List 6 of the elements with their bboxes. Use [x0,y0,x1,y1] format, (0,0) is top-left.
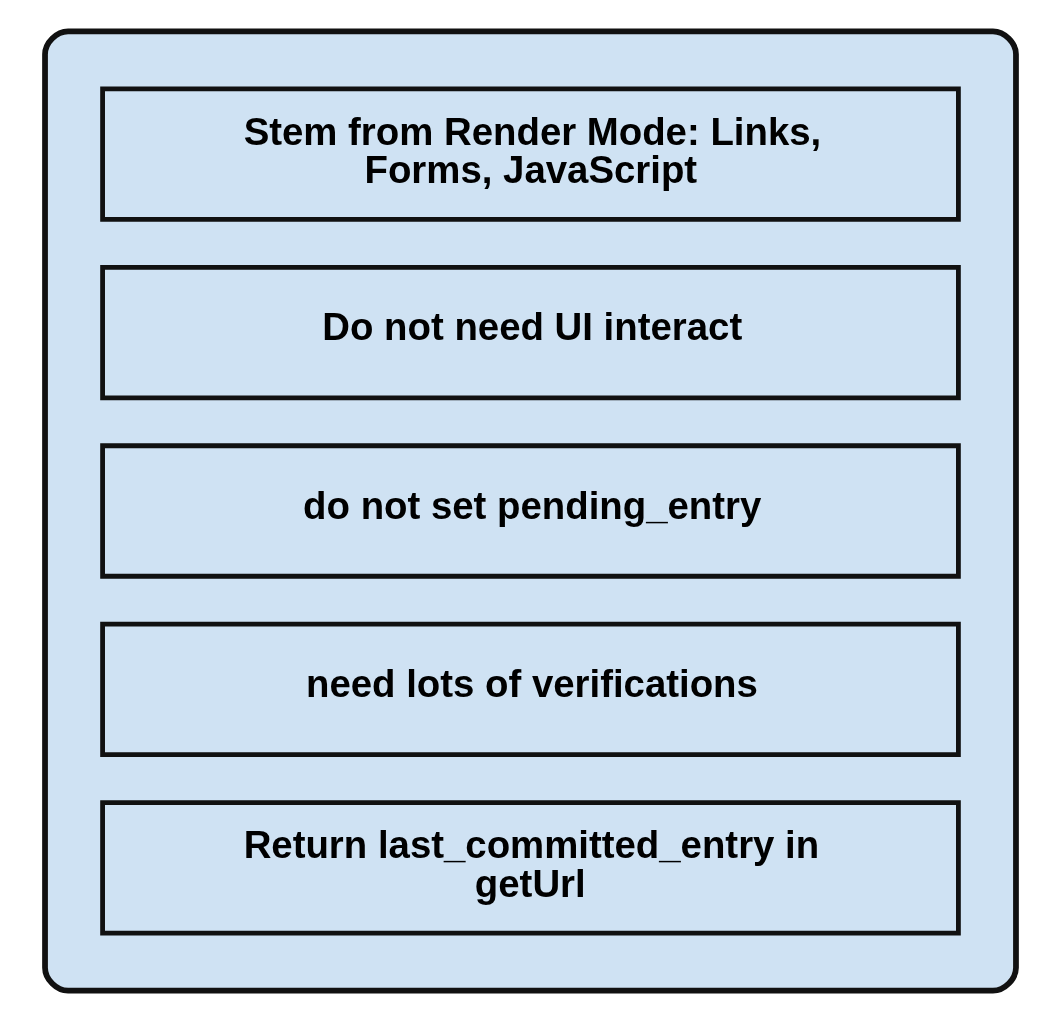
node-box: do not set pending_entry [99,443,961,579]
node-box: Stem from Render Mode: Links, Forms, JavaScript [99,86,961,222]
node-box: Do not need UI interact [99,264,961,401]
node-box: need lots of verifications [99,621,961,758]
cluster [41,28,1019,994]
node-box: Return last_committed_entry in getUrl [99,800,961,936]
